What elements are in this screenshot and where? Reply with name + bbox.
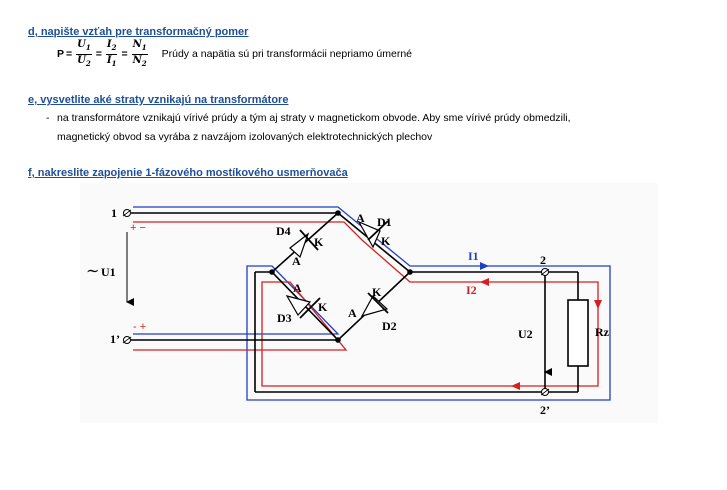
diode-d2-icon [360,292,389,317]
source-label-u1: U1 [101,265,116,279]
label-d2: D2 [382,319,397,333]
load-resistor [567,299,589,367]
current-label-i1: I1 [468,249,479,263]
losses-text-line1: na transformátore vznikajú vírivé prúdy … [57,112,571,124]
output-voltage-label: U2 [518,327,533,341]
label-d3: D3 [277,311,292,325]
losses-text-line2: magnetický obvod sa vyrába z navzájom iz… [57,131,433,143]
d3-cathode: K [318,300,328,314]
polarity-bottom: - + [133,321,146,333]
diode-d4-icon [289,229,319,259]
current-label-i2: I2 [466,283,477,297]
d4-cathode: K [314,235,324,249]
terminal-2-label: 2 [540,253,546,267]
transformation-ratio-formula: P = U1 U2 = I2 I1 = N1 N2 Prúdy a napäti… [57,38,412,68]
bullet-dash: - [46,112,50,124]
terminal-2p-label: 2’ [540,403,550,417]
d2-cathode: K [372,285,382,299]
terminal-1-label: 1 [111,206,117,220]
d1-cathode: K [381,234,391,248]
polarity-top: + − [130,222,146,234]
formula-note: Prúdy a napätia sú pri transformácii nep… [161,48,412,60]
load-label: Rz [595,325,610,339]
diode-d3-icon [285,295,321,319]
current-arrow-i2 [480,278,489,286]
label-d1: D1 [377,215,392,229]
fraction-voltage: U1 U2 [76,38,92,68]
fraction-turns: N1 N2 [131,38,148,68]
formula-lhs: P [57,48,65,60]
d2-anode: A [348,306,357,320]
label-d4: D4 [276,224,291,238]
current-arrow-i1 [480,262,489,270]
junction-dots [269,210,413,343]
current-arrow-left [511,382,520,390]
d1-anode: A [356,211,365,225]
current-arrow-down [594,300,602,309]
d3-anode: A [293,281,302,295]
heading-f: f, nakreslite zapojenie 1-fázového mostí… [28,167,348,179]
diode-d1-icon [357,220,389,249]
heading-e: e, vysvetlite aké straty vznikajú na tra… [28,94,289,106]
fraction-current: I2 I1 [105,38,118,68]
formula-equals: = [66,48,73,60]
terminal-1p-label: 1’ [110,332,120,346]
heading-d: d, napište vzťah pre transformačný pomer [28,26,249,38]
d4-anode: A [292,254,301,268]
ac-source-icon: ∼ [86,263,99,280]
current-path-red [133,221,599,387]
